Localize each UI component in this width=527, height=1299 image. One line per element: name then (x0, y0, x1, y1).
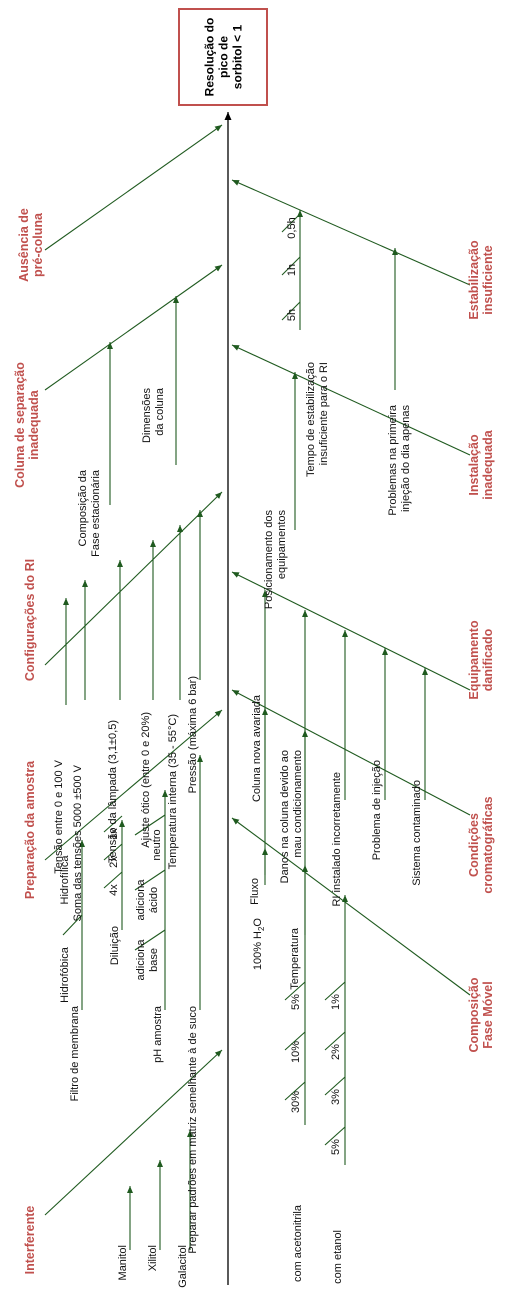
sub-ph-base (134, 929, 166, 951)
label-dimensoes: Dimensõesda coluna (141, 387, 166, 443)
bone-instalacao (231, 344, 471, 456)
label-hidrofilica: Hidrofílica (59, 855, 71, 905)
bone-configuracoes (44, 491, 223, 666)
label-dil-1x: 1x (108, 828, 120, 840)
bone-interferente (44, 1049, 223, 1216)
sub-eth-1 (324, 981, 346, 1001)
label-etanol: com etanol (332, 1230, 344, 1284)
sub-dil-1x (103, 815, 123, 833)
label-diluicao: Diluição (109, 926, 121, 965)
label-eth-3: 3% (330, 1089, 342, 1105)
label-temperatura: Temperatura (289, 927, 301, 990)
label-fluxo: Fluxo (249, 878, 261, 905)
bone-preparacao (44, 709, 223, 861)
label-ph-acido: adicionaácido (135, 879, 160, 921)
label-temp-interna: Temperatura interna (35 - 55°C) (167, 714, 179, 869)
sub-acn-5 (284, 981, 306, 1001)
label-coluna-nova: Coluna nova avariada (251, 694, 263, 802)
sub-t-1h (281, 256, 301, 276)
label-padroes: Preparar padrões em matriz semelhante à … (187, 1006, 199, 1254)
bone-equipamento (231, 571, 471, 691)
label-problema-injecao: Problema de injeção (371, 760, 383, 860)
label-danos: Danos na coluna devido aomau condicionam… (279, 750, 304, 883)
label-eth-5: 5% (330, 1139, 342, 1155)
label-galacitol: Galacitol (177, 1245, 189, 1288)
label-dil-4x: 4x (108, 884, 120, 896)
cat-pre-coluna: Ausência depré-coluna (17, 208, 45, 282)
label-ri-instalado: RI instalado incorretamente (331, 772, 343, 907)
cat-configuracoes: Configurações do RI (23, 559, 37, 681)
label-t-05h: 0,5h (286, 217, 298, 238)
label-pressao: Pressão (máxima 6 bar) (187, 676, 199, 793)
label-sistema: Sistema contaminado (411, 780, 423, 886)
label-eth-2: 2% (330, 1044, 342, 1060)
label-acn-5: 5% (290, 994, 302, 1010)
effect-label: Resolução do pico de sorbitol < 1 (202, 17, 244, 97)
sub-dil-2x (103, 843, 123, 861)
label-agua: 100% H2O (252, 918, 266, 971)
label-t-5h: 5h (286, 309, 298, 321)
label-tempo-estab: Tempo de estabilizaçãoinsuficiente para … (305, 362, 330, 477)
label-acn-30: 30% (290, 1091, 302, 1113)
cat-equipamento: Equipamentodanificado (467, 620, 495, 700)
cat-condicoes: Condiçõescromatográficas (467, 796, 495, 893)
label-filtro: Filtro de membrana (69, 1005, 81, 1101)
bone-estabilizacao (231, 179, 471, 286)
sub-acn-30 (284, 1081, 306, 1101)
bone-composicao (231, 817, 471, 996)
sub-t-5h (281, 301, 301, 321)
label-ph: pH amostra (152, 1005, 164, 1063)
label-xilitol: Xilitol (147, 1245, 159, 1271)
sub-eth-2 (324, 1031, 346, 1051)
label-lampada: Tensão da lâmpada (3,1±0,5) (107, 720, 119, 863)
bone-pre-coluna (44, 124, 223, 251)
effect-box: Resolução do pico de sorbitol < 1 (178, 8, 268, 106)
sub-ph-acido (134, 869, 166, 891)
sub-dil-4x (103, 871, 123, 889)
label-tensao: Tensão entre 0 e 100 V (53, 759, 65, 873)
cat-estabilizacao: Estabilizaçãoinsuficiente (467, 240, 495, 320)
label-posicionamento: Posicionamento dosequipamentos (263, 510, 288, 610)
cat-coluna: Coluna de separaçãoinadequada (13, 362, 41, 488)
label-primeira-injecao: Problemas na primeirainjeção do dia apen… (387, 404, 412, 516)
label-fase-estacionaria: Composição daFase estacionária (77, 469, 102, 557)
sub-eth-3 (324, 1076, 346, 1096)
label-eth-1: 1% (330, 994, 342, 1010)
sub-filtro-split (62, 914, 83, 936)
cat-instalacao: Instalaçãoinadequada (467, 429, 495, 500)
cat-interferente: Interferente (23, 1206, 37, 1275)
label-dil-2x: 2x (108, 856, 120, 868)
label-ajuste: Ajuste ótico (entre 0 e 20%) (140, 712, 152, 848)
bone-condicoes (231, 689, 471, 816)
label-t-1h: 1h (286, 264, 298, 276)
bone-coluna (44, 264, 223, 391)
label-soma: Soma das tensões 5000 ±500 V (72, 764, 84, 921)
label-hidrofobica: Hidrofóbica (59, 946, 71, 1003)
cat-composicao: ComposiçãoFase Móvel (467, 977, 495, 1052)
sub-acn-10 (284, 1031, 306, 1051)
label-acetonitrila: com acetonitrila (292, 1204, 304, 1282)
cat-preparacao: Preparação da amostra (23, 760, 37, 899)
label-acn-10: 10% (290, 1041, 302, 1063)
sub-ph-neutro (134, 814, 166, 836)
sub-t-05h (281, 213, 301, 233)
sub-eth-5 (324, 1126, 346, 1146)
label-ph-base: adicionabase (135, 939, 160, 981)
label-ph-neutro: neutro (151, 829, 163, 860)
label-manitol: Manitol (117, 1245, 129, 1280)
